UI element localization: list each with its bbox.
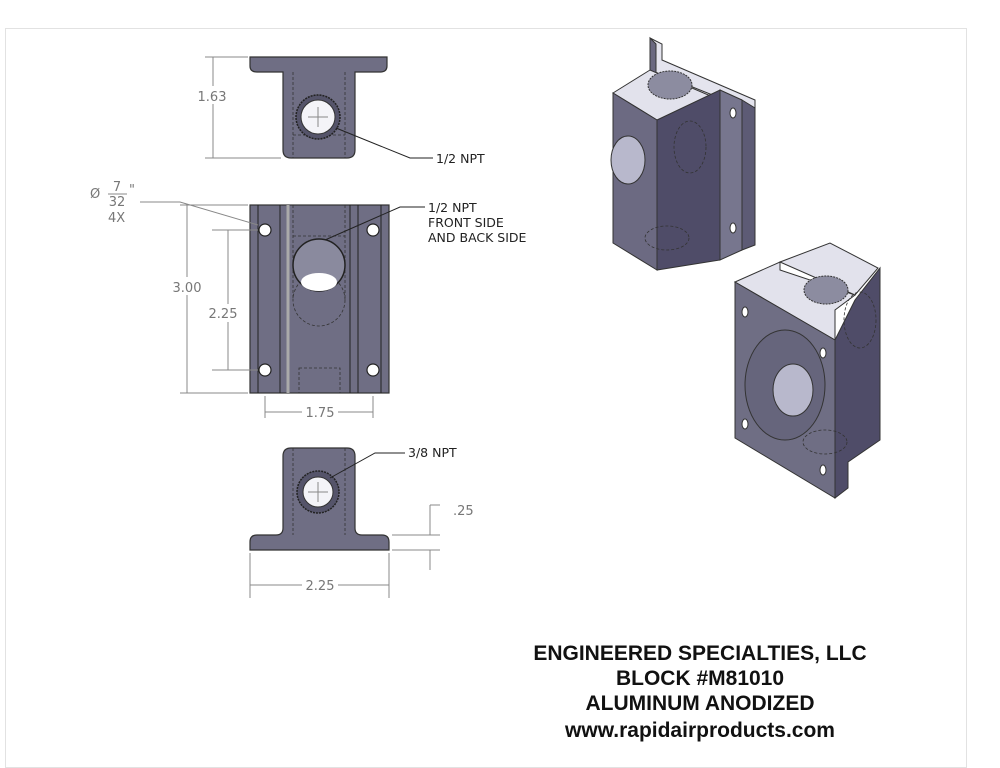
front-view xyxy=(249,204,390,394)
dim-diameter-denominator: 32 xyxy=(109,195,126,210)
callout-top-port: 1/2 NPT xyxy=(436,151,485,166)
leader-lines xyxy=(324,127,433,479)
dim-hole-count: 4X xyxy=(108,211,125,226)
dim-diameter-numerator: 7 xyxy=(113,180,121,195)
material: ALUMINUM ANODIZED xyxy=(585,692,814,715)
website: www.rapidairproducts.com xyxy=(564,719,835,742)
dim-diameter-symbol: Ø xyxy=(90,187,100,202)
isometric-view-front xyxy=(733,242,881,500)
top-view xyxy=(249,56,388,159)
dim-diameter-unit: " xyxy=(129,183,135,198)
dim-overall-height: 3.00 xyxy=(173,281,202,296)
dim-hole-spacing-vertical: 2.25 xyxy=(209,307,238,322)
bottom-view xyxy=(249,447,390,551)
company-name: ENGINEERED SPECIALTIES, LLC xyxy=(533,642,866,665)
callout-front-port-3: AND BACK SIDE xyxy=(428,230,527,245)
dimension-lines xyxy=(140,56,440,598)
callout-front-port-2: FRONT SIDE xyxy=(428,215,504,230)
dim-top-height: 1.63 xyxy=(198,90,227,105)
title-block: ENGINEERED SPECIALTIES, LLC BLOCK #M8101… xyxy=(533,642,866,742)
mounting-holes xyxy=(258,223,380,377)
callout-bottom-port: 3/8 NPT xyxy=(408,445,457,460)
dim-hole-spacing-horizontal: 1.75 xyxy=(306,406,335,421)
isometric-view-rear xyxy=(610,36,756,271)
dim-flange-thickness: .25 xyxy=(453,504,474,519)
part-number: BLOCK #M81010 xyxy=(616,667,784,690)
callout-front-port-1: 1/2 NPT xyxy=(428,200,477,215)
dim-base-width: 2.25 xyxy=(306,579,335,594)
